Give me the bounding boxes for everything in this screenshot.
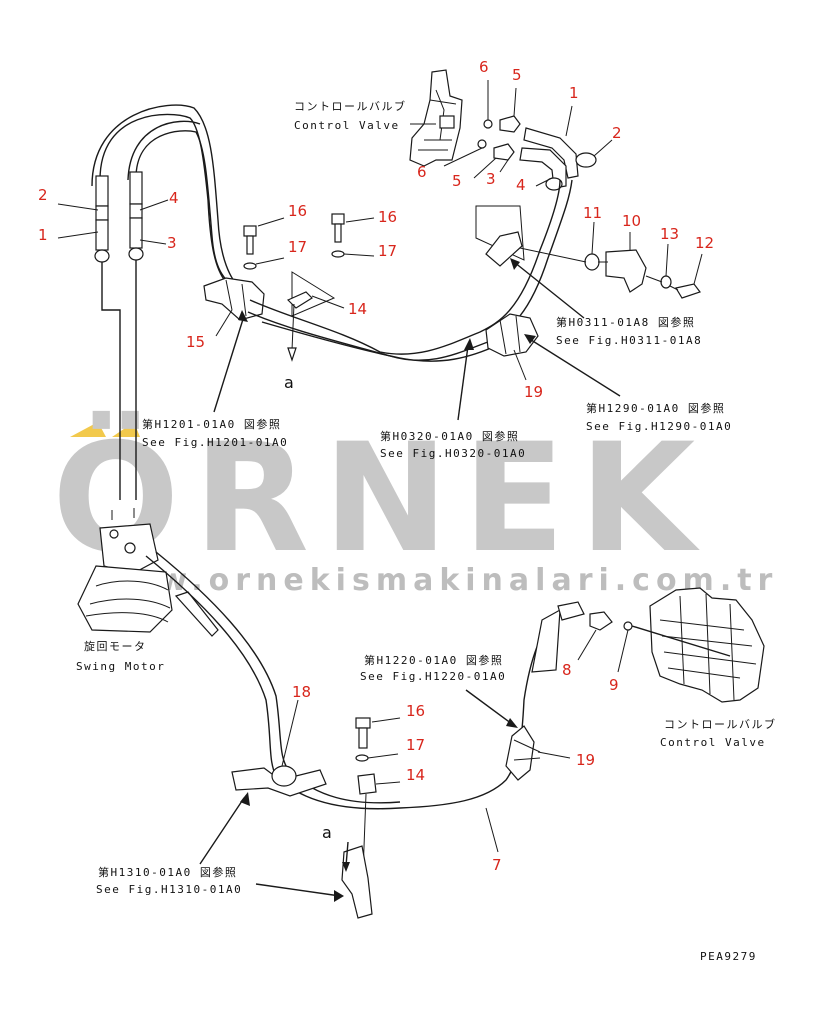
callout-14-top: 14 [348,300,367,318]
fittings-top [443,80,521,179]
swing-motor [77,508,173,633]
ref-h1201-jp: 第H1201-01A0 図参照 [142,417,281,431]
ref-h1310-en: See Fig.H1310-01A0 [96,883,242,896]
hose-end-bottom [531,601,633,673]
callout-17-a: 17 [288,238,307,256]
watermark-brand: ÖRNEK [52,410,709,586]
hose-ends-left [94,171,144,500]
callout-11: 11 [583,204,602,222]
hose-run-top [247,179,573,362]
callout-12: 12 [695,234,714,252]
callout-16-bottom: 16 [406,702,425,720]
control-valve-bottom-label-en: Control Valve [660,736,766,749]
ref-h1220-jp: 第H1220-01A0 図参照 [364,653,503,667]
callout-19-bottom: 19 [576,751,595,769]
callout-15: 15 [186,333,205,351]
watermark-accent-left [70,422,106,437]
callout-10: 10 [622,212,641,230]
callout-13: 13 [660,225,679,243]
callout-6-mid: 6 [417,163,427,181]
hose-1-2-top [519,105,613,191]
bracket-14-top [286,271,336,362]
callout-17-bottom: 17 [406,736,425,754]
swing-motor-label-jp: 旋回モータ [84,639,147,653]
ref-h0320-jp: 第H0320-01A0 図参照 [380,429,519,443]
callout-9: 9 [609,676,619,694]
clamp-18 [231,765,327,797]
clamp-assembly-right [475,205,703,299]
clamp-19-bottom [505,725,541,781]
control-valve-top-label-jp: コントロールバルブ [294,99,407,113]
section-a-top: a [284,373,294,392]
callout-2-top: 2 [612,124,622,142]
ref-h1201-en: See Fig.H1201-01A0 [142,436,288,449]
control-valve-top [409,69,463,167]
callout-1-top: 1 [569,84,579,102]
ref-h1310-jp: 第H1310-01A0 図参照 [98,865,237,879]
callout-8: 8 [562,661,572,679]
clamp-19-top [485,313,539,357]
callout-3-left: 3 [167,234,177,252]
watermark: ÖRNEK www.ornekismakinalari.com.tr [52,410,778,598]
bolt-16-a [243,225,257,270]
bolt-16-b [331,213,345,258]
ref-h0311-en: See Fig.H0311-01A8 [556,334,702,347]
callout-1-left: 1 [38,226,48,244]
callout-4-left: 4 [169,189,179,207]
callout-18: 18 [292,683,311,701]
callout-16-b: 16 [378,208,397,226]
callout-4-mid: 4 [516,176,526,194]
hose-pair-left-loop [91,104,243,291]
section-a-bottom: a [322,823,332,842]
clamp-15 [203,277,265,337]
callout-3-mid: 3 [486,170,496,188]
ref-h1290-jp: 第H1290-01A0 図参照 [586,401,725,415]
ref-h0320-en: See Fig.H0320-01A0 [380,447,526,460]
control-valve-bottom-label-jp: コントロールバルブ [664,717,777,731]
control-valve-bottom [631,587,765,703]
bracket-14-bottom [341,717,377,919]
callout-19-top: 19 [524,383,543,401]
callout-16-a: 16 [288,202,307,220]
ref-h1290-en: See Fig.H1290-01A0 [586,420,732,433]
callout-5-mid: 5 [452,172,462,190]
callout-5-top: 5 [512,66,522,84]
callout-2-left: 2 [38,186,48,204]
callout-7: 7 [492,856,502,874]
control-valve-top-label-en: Control Valve [294,119,400,132]
ref-h1220-en: See Fig.H1220-01A0 [360,670,506,683]
drawing-code: PEA9279 [700,950,757,963]
watermark-accent-right [112,422,140,437]
callout-6-top: 6 [479,58,489,76]
callout-17-b: 17 [378,242,397,260]
ref-h0311-jp: 第H0311-01A8 図参照 [556,315,695,329]
swing-motor-label-en: Swing Motor [76,660,165,673]
hose-7-bottom [145,551,561,810]
callout-14-bottom: 14 [406,766,425,784]
callouts: 6 5 1 2 6 5 3 4 2 4 1 3 16 16 17 17 14 1… [38,58,714,874]
watermark-url: www.ornekismakinalari.com.tr [92,563,778,598]
